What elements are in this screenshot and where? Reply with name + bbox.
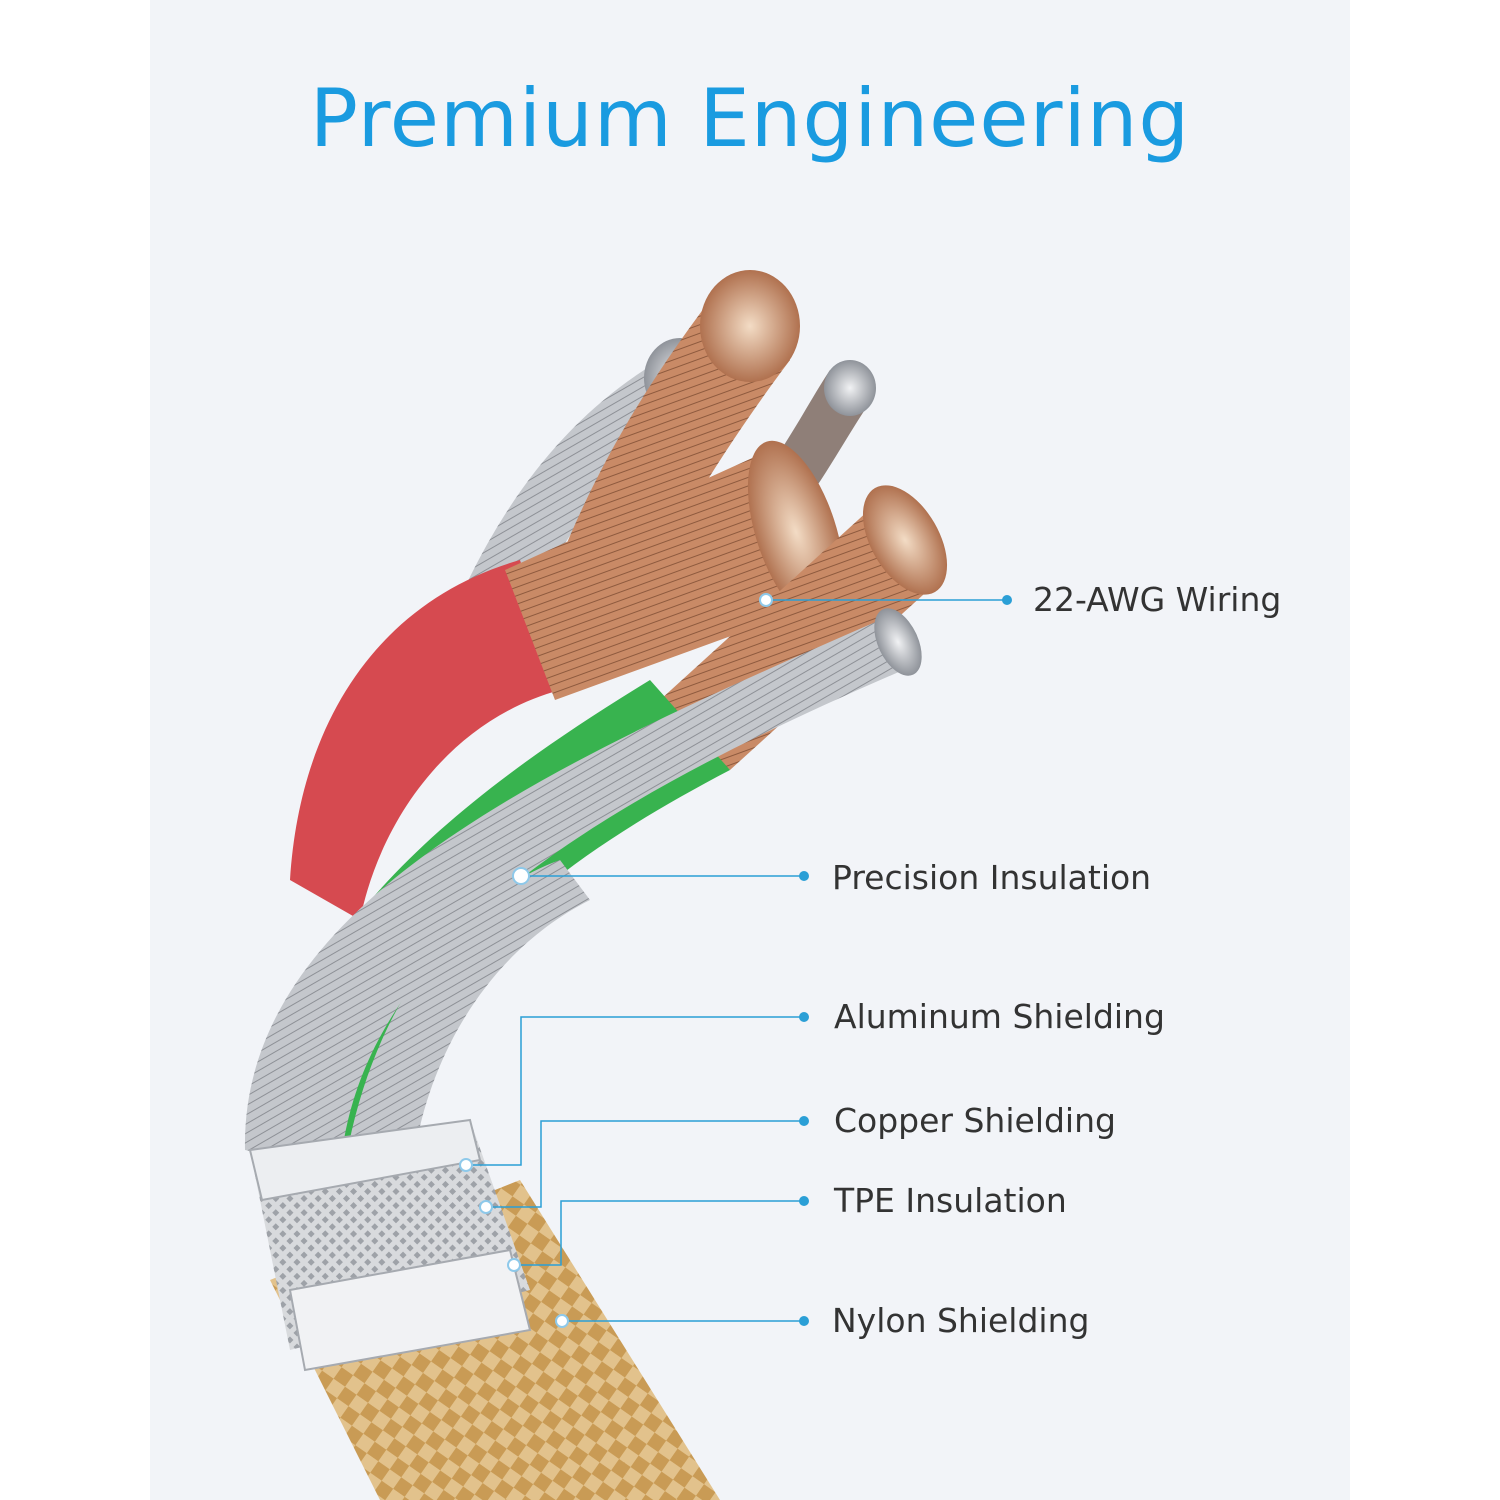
callout-dots	[799, 595, 1012, 1326]
anchor-precision	[512, 867, 530, 885]
callout-dot-tpe	[799, 1196, 809, 1206]
anchor-copper	[479, 1200, 493, 1214]
callout-label-aluminum-shielding: Aluminum Shielding	[834, 997, 1165, 1036]
callout-line-aluminum	[466, 1016, 804, 1166]
callout-label-22-awg-wiring: 22-AWG Wiring	[1033, 580, 1282, 619]
anchor-aluminum	[459, 1158, 473, 1172]
red-wire	[290, 560, 560, 920]
copper-wire-top-end	[700, 270, 800, 382]
callout-dot-aluminum	[799, 1012, 809, 1022]
copper-wire-right-end	[862, 485, 948, 595]
callout-label-nylon-shielding: Nylon Shielding	[832, 1301, 1090, 1340]
callout-dot-22awg	[1002, 595, 1012, 605]
anchor-nylon	[555, 1314, 569, 1328]
silver-wire-front-end	[874, 608, 922, 676]
callout-dot-copper	[799, 1116, 809, 1126]
silver-wire-center	[340, 860, 590, 1200]
tpe-insulation-band	[288, 1248, 532, 1372]
silver-wire-front	[244, 620, 916, 1170]
callout-line-tpe	[514, 1200, 804, 1266]
callout-dot-precision	[799, 871, 809, 881]
page-title: Premium Engineering	[309, 72, 1191, 165]
copper-wire-main	[505, 450, 830, 700]
callout-dot-nylon	[799, 1316, 809, 1326]
callout-line-copper	[486, 1120, 804, 1208]
anchor-22awg	[759, 593, 773, 607]
callout-anchor-dots	[459, 593, 773, 1328]
anchor-tpe	[507, 1258, 521, 1272]
callout-lines	[466, 599, 1007, 1322]
callout-label-precision-insulation: Precision Insulation	[832, 858, 1152, 897]
callout-label-copper-shielding: Copper Shielding	[834, 1101, 1116, 1140]
thin-wire-end	[824, 360, 876, 416]
tpe-insulation-ring	[248, 1118, 482, 1202]
callout-label-tpe-insulation: TPE Insulation	[834, 1181, 1067, 1220]
